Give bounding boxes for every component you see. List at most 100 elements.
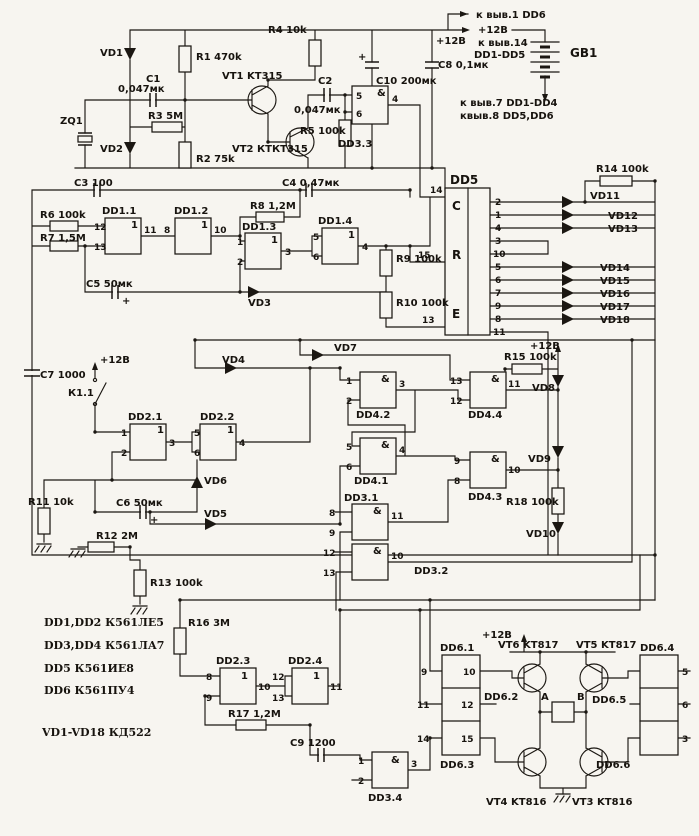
- capacitor-c7: [24, 369, 40, 377]
- label-dd1-2: DD1.2: [174, 206, 208, 217]
- diode-vd12: [562, 209, 574, 221]
- label-vd2: VD2: [100, 144, 123, 155]
- relay-contact-k1-1: [92, 377, 98, 407]
- label-r11-10k: R11 10k: [28, 497, 74, 508]
- label-134: &: [373, 546, 382, 557]
- label-121: &: [491, 454, 500, 465]
- label-2: 2: [358, 777, 364, 787]
- label-1: 1: [358, 757, 364, 767]
- label-3: 3: [399, 380, 405, 390]
- label-vd10: VD10: [526, 529, 556, 540]
- label-11: 11: [417, 701, 430, 711]
- label-c2: C2: [318, 76, 332, 87]
- label-c4-0-47: C4 0,47мк: [282, 178, 340, 189]
- label-1: 1: [121, 429, 127, 439]
- label-5: 5: [356, 92, 362, 102]
- label-6: 6: [682, 701, 688, 711]
- label-8-dd5-dd6: квыв.8 DD5,DD6: [460, 111, 554, 122]
- resistor-r11: [37, 507, 51, 535]
- buffer-block-dd6-right: [639, 654, 679, 756]
- label-0-047: 0,047мк: [118, 84, 165, 95]
- label-c: C: [452, 199, 461, 213]
- label-1: 1: [157, 425, 164, 436]
- label-3: 3: [285, 248, 291, 258]
- label-13: 13: [272, 694, 285, 704]
- label-r1-470k: R1 470k: [196, 52, 242, 63]
- label-r14-100k: R14 100k: [596, 164, 649, 175]
- label-9: 9: [206, 694, 212, 704]
- label-r4-10k: R4 10k: [268, 25, 307, 36]
- label-12: 12: [450, 397, 463, 407]
- label-vd5: VD5: [204, 509, 227, 520]
- label-6: 6: [495, 276, 501, 286]
- label-12: 12: [461, 701, 474, 711]
- label-dd3-3: DD3.3: [338, 139, 372, 150]
- label-11: 11: [493, 328, 506, 338]
- label-r15-100k: R15 100k: [504, 352, 557, 363]
- label-2: 2: [346, 397, 352, 407]
- resistor-r12: [87, 541, 115, 553]
- label-13: 13: [323, 569, 336, 579]
- label-12: 12: [272, 673, 285, 683]
- label-0-047: 0,047мк: [294, 105, 341, 116]
- capacitor-c9: [317, 748, 325, 762]
- label-c3-100: C3 100: [74, 178, 113, 189]
- label-11: 11: [330, 683, 343, 693]
- label-dd4-1: DD4.1: [354, 476, 388, 487]
- label-dd6-5: DD6.5: [592, 695, 626, 706]
- label-dd4-4: DD4.4: [468, 410, 502, 421]
- ground-icon: [34, 543, 52, 553]
- label-12: +12В: [530, 341, 560, 352]
- label-5: 5: [194, 429, 200, 439]
- label-c10-200: C10 200мк: [376, 76, 437, 87]
- gate-dd2-3: [219, 667, 257, 705]
- label-r10-100k: R10 100k: [396, 298, 449, 309]
- label-4: 4: [392, 95, 398, 105]
- label-3: 3: [495, 237, 501, 247]
- label-dd5: DD5: [450, 173, 478, 187]
- resistor-r13: [133, 569, 147, 597]
- label-12: +12В: [482, 630, 512, 641]
- label-11: 11: [144, 226, 157, 236]
- label-11: 11: [508, 380, 521, 390]
- label-dd4-2: DD4.2: [356, 410, 390, 421]
- label-13: 13: [422, 316, 435, 326]
- gate-dd1-1: [104, 217, 142, 255]
- label-1: 1: [131, 220, 138, 231]
- label-vd13: VD13: [608, 224, 638, 235]
- diode-vd15: [562, 274, 574, 286]
- resistor-r3: [151, 121, 183, 133]
- label-7: 7: [495, 289, 501, 299]
- label-dd5-561-8: DD5 К561ИЕ8: [44, 662, 134, 675]
- label-12: +12В: [478, 25, 508, 36]
- resistor-r1: [178, 45, 192, 73]
- label-6: 6: [346, 463, 352, 473]
- label-1: 1: [237, 238, 243, 248]
- transistor-vt1: [247, 85, 277, 115]
- label-5: 5: [682, 668, 688, 678]
- gate-dd2-2: [199, 423, 237, 461]
- diode-vd1: [124, 48, 136, 60]
- diode-vd14: [562, 261, 574, 273]
- arrow-right-icon: [462, 27, 470, 33]
- label-8: 8: [206, 673, 212, 683]
- capacitor-c5: [111, 285, 119, 299]
- diode-vd9: [552, 446, 564, 458]
- label-4: 4: [239, 439, 245, 449]
- wires-bottom-section: [179, 554, 691, 795]
- label-9: 9: [421, 668, 427, 678]
- label-gb1: GB1: [570, 46, 597, 60]
- gate-dd4-3: [469, 451, 507, 489]
- ground-icon: [68, 548, 86, 558]
- label-vd3: VD3: [248, 298, 271, 309]
- label-13: 13: [94, 243, 107, 253]
- label-vt5-kt817: VT5 KT817: [576, 640, 636, 651]
- label-vt6-kt817: VT6 KT817: [498, 640, 558, 651]
- gate-dd1-3: [244, 232, 282, 270]
- transistor-vt4: [517, 747, 547, 777]
- label-c5-50: C5 50мк: [86, 279, 133, 290]
- label-dd1-dd5: DD1-DD5: [474, 50, 525, 61]
- label-dd6-6: DD6.6: [596, 760, 630, 771]
- label-1: 1: [271, 235, 278, 246]
